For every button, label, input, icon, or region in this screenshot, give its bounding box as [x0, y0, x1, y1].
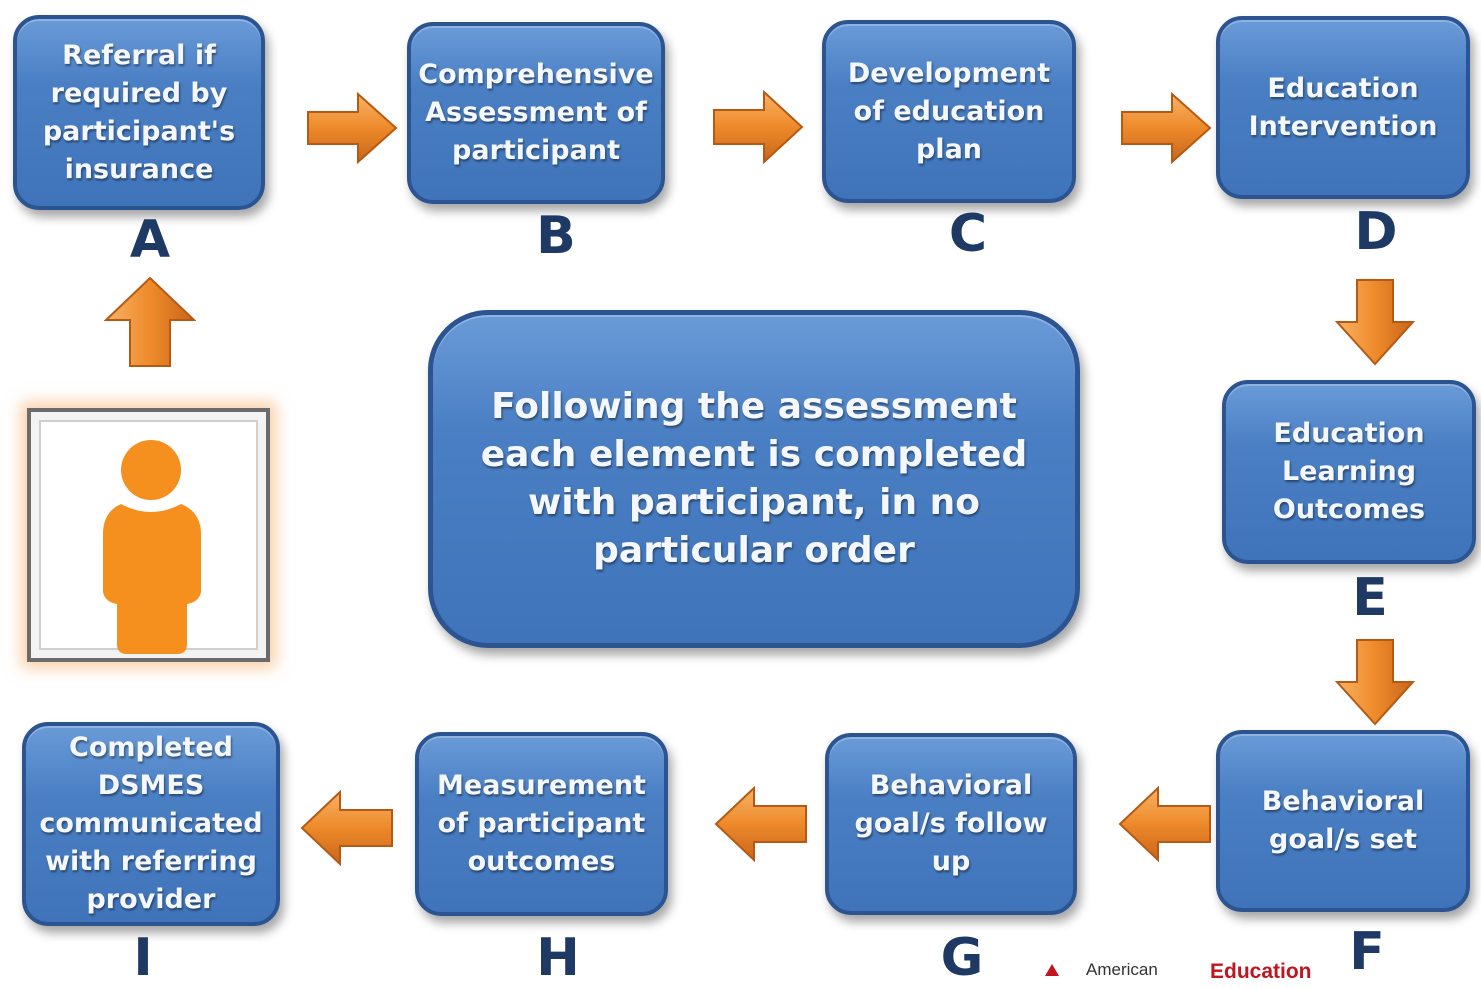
arrow-left-icon — [714, 786, 807, 862]
logo-text-right: Education — [1210, 960, 1312, 983]
step-e-text: Education Learning Outcomes — [1272, 418, 1426, 525]
arrow-left-icon — [1118, 786, 1211, 862]
center-note-box: Following the assessment each element is… — [428, 310, 1080, 648]
step-f-text: Behavioral goal/s set — [1261, 786, 1425, 855]
step-a-text: Referral if required by participant's in… — [42, 39, 236, 185]
step-h-text: Measurement of participant outcomes — [437, 770, 646, 877]
step-i-text: Completed DSMES communicated with referr… — [39, 732, 263, 915]
center-note-text: Following the assessment each element is… — [480, 386, 1028, 571]
step-c-text: Development of education plan — [847, 57, 1051, 165]
arrow-right-icon — [307, 92, 398, 164]
arrow-right-icon — [1121, 92, 1212, 164]
arrow-down-icon — [1335, 639, 1415, 726]
step-c-letter: C — [948, 204, 988, 264]
step-box-g: Behavioral goal/s follow up — [825, 733, 1077, 915]
person-icon — [103, 440, 201, 654]
arrow-down-icon — [1335, 279, 1415, 366]
step-box-d: Education Intervention — [1216, 16, 1470, 199]
logo-triangle-icon — [1045, 964, 1059, 976]
step-box-f: Behavioral goal/s set — [1216, 730, 1470, 912]
step-e-letter: E — [1352, 568, 1388, 628]
participant-frame — [27, 408, 270, 662]
participant-inner — [39, 420, 258, 654]
step-box-e: Education Learning Outcomes — [1222, 380, 1476, 564]
step-box-c: Development of education plan — [822, 20, 1076, 203]
step-box-b: Comprehensive Assessment of participant — [407, 22, 665, 204]
step-i-letter: I — [133, 928, 153, 988]
step-d-text: Education Intervention — [1248, 72, 1438, 142]
step-box-a: Referral if required by participant's in… — [13, 15, 265, 210]
step-box-h: Measurement of participant outcomes — [415, 732, 668, 916]
step-d-letter: D — [1354, 202, 1398, 262]
step-b-text: Comprehensive Assessment of participant — [418, 59, 654, 166]
step-g-letter: G — [940, 928, 984, 988]
step-f-letter: F — [1349, 922, 1385, 982]
step-b-letter: B — [536, 206, 576, 266]
logo-text-left: American — [1086, 960, 1158, 979]
arrow-left-icon — [300, 790, 393, 866]
step-box-i: Completed DSMES communicated with referr… — [22, 722, 280, 926]
arrow-right-icon — [713, 90, 804, 164]
step-a-letter: A — [129, 210, 171, 270]
arrow-up-icon — [104, 276, 196, 367]
step-h-letter: H — [536, 928, 580, 988]
step-g-text: Behavioral goal/s follow up — [854, 770, 1048, 877]
